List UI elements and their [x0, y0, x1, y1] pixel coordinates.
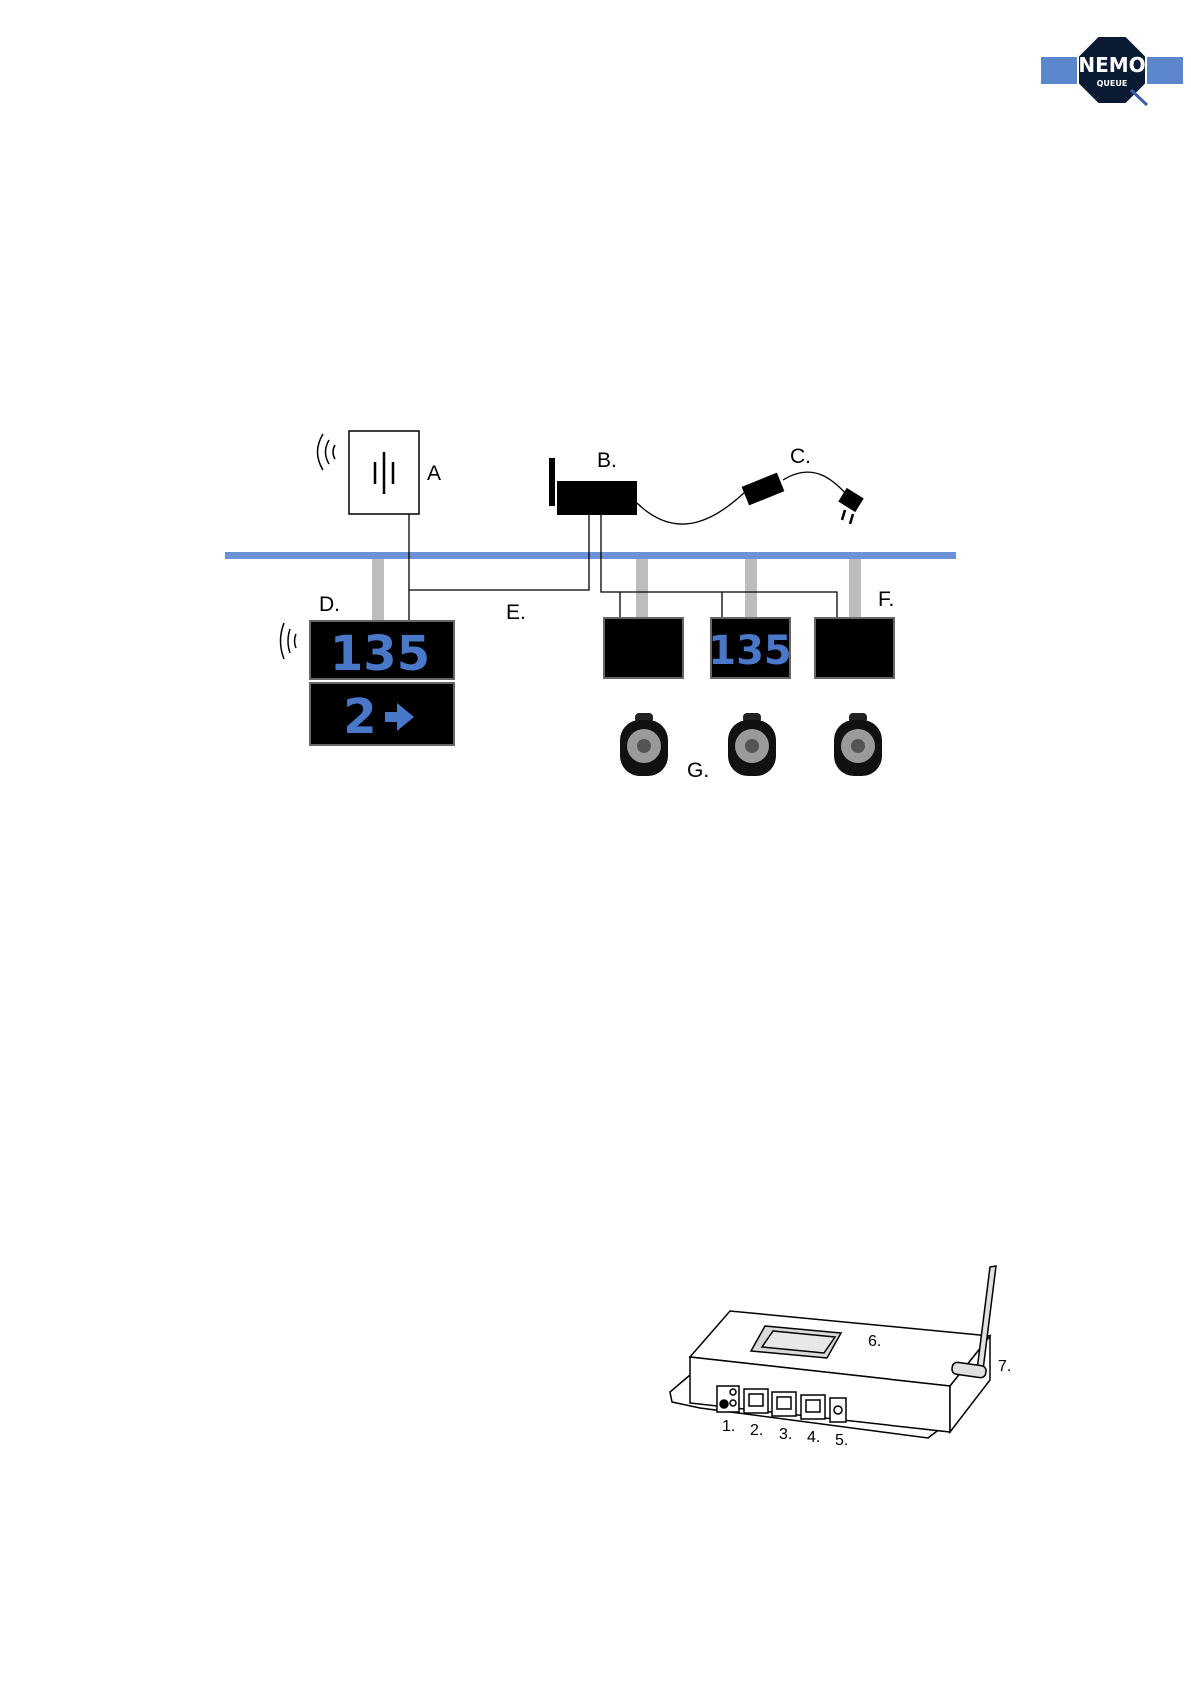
remote-icon: [728, 713, 776, 776]
port-label-5: 5.: [835, 1432, 848, 1449]
device-b-gateway: [549, 458, 637, 515]
port-label-1: 1.: [722, 1418, 735, 1435]
port-label-2: 2.: [750, 1422, 763, 1439]
label-f: F.: [878, 588, 894, 611]
antenna-icon: [549, 458, 555, 506]
port-label-3: 3.: [779, 1426, 792, 1443]
connector-f3: [849, 559, 861, 618]
label-d: D.: [319, 593, 340, 616]
gateway-device-diagram: [670, 1266, 996, 1438]
port-label-4: 4.: [807, 1429, 820, 1446]
counter-display-number: 135: [708, 628, 792, 674]
plug-icon: [838, 488, 863, 512]
connector-f1: [636, 559, 648, 618]
remote-icon: [834, 713, 882, 776]
device-c-power-adapter: [637, 472, 864, 524]
screen-label-6: 6.: [868, 1333, 881, 1350]
counter-display-3: [815, 618, 894, 678]
label-e: E.: [506, 601, 526, 624]
wireless-waves-icon: [326, 440, 330, 464]
connector-f2: [745, 559, 757, 618]
wireless-waves-icon: [281, 623, 297, 659]
connector-d: [372, 559, 384, 621]
logo-subtitle: QUEUE: [1097, 79, 1128, 88]
remote-icon: [620, 713, 668, 776]
device-g-remotes: [620, 713, 882, 776]
label-g: G.: [687, 759, 709, 782]
device-d-main-display: 135 2: [281, 621, 455, 745]
nemo-queue-logo: NEMO QUEUE: [1041, 36, 1183, 105]
system-diagram: A B. C. 135 2: [225, 431, 956, 782]
antenna-label-7: 7.: [998, 1358, 1011, 1375]
main-display-counter: 2: [343, 689, 376, 745]
label-b: B.: [597, 449, 617, 472]
logo-title: NEMO: [1078, 53, 1145, 77]
label-a: A: [427, 462, 441, 485]
main-display-number: 135: [330, 626, 430, 682]
device-f-counter-displays: 135: [604, 618, 894, 678]
network-bus: [225, 552, 956, 559]
label-c: C.: [790, 445, 811, 468]
counter-display-1: [604, 618, 683, 678]
wiring-e: [409, 514, 837, 621]
device-a-wall-unit: [318, 431, 420, 514]
